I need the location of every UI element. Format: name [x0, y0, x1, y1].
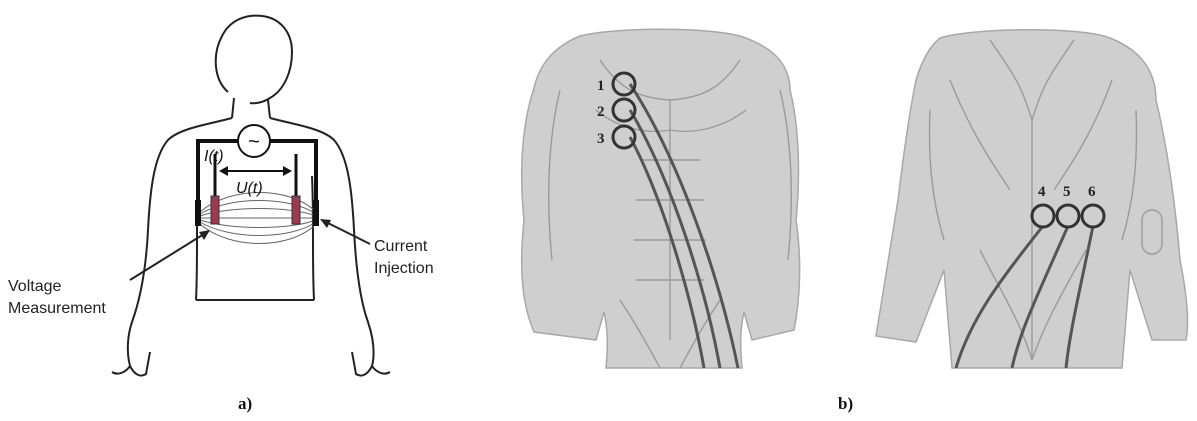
front-torso-silhouette	[522, 29, 800, 368]
panel-a: ~ I(t) U(t) Current Inj	[8, 16, 434, 413]
voltage-measurement-pointer	[130, 234, 204, 280]
injection-electrode-right	[313, 200, 319, 226]
caption-b: b)	[838, 394, 853, 413]
measurement-electrode-left	[211, 196, 219, 224]
current-source-symbol: ~	[248, 131, 260, 153]
electrode-4-label: 4	[1038, 184, 1046, 200]
measurement-electrode-right	[292, 196, 300, 224]
hand-right	[352, 352, 390, 376]
electrode-6-label: 6	[1088, 184, 1096, 200]
current-injection-label-2: Injection	[374, 260, 434, 277]
torso-outline-head	[216, 16, 292, 104]
voltage-measurement-label-1: Voltage	[8, 278, 61, 295]
panel-b-back: 4 5 6	[876, 30, 1188, 368]
voltage-label: U(t)	[236, 180, 263, 197]
voltage-arrow-head-left	[219, 166, 228, 176]
electrode-1-label: 1	[597, 78, 605, 94]
voltage-measurement-label-2: Measurement	[8, 300, 106, 317]
current-injection-label-1: Current	[374, 238, 428, 255]
caption-a: a)	[238, 394, 252, 413]
current-injection-pointer	[326, 222, 370, 244]
electrode-3-label: 3	[597, 131, 605, 147]
electrode-5-label: 5	[1063, 184, 1071, 200]
injection-electrode-left	[195, 200, 201, 226]
hand-left	[112, 352, 150, 376]
panel-b-front: 1 2 3	[522, 29, 800, 368]
electrode-2-label: 2	[597, 104, 605, 120]
voltage-arrow-head-right	[283, 166, 292, 176]
current-label: I(t)	[204, 148, 224, 165]
